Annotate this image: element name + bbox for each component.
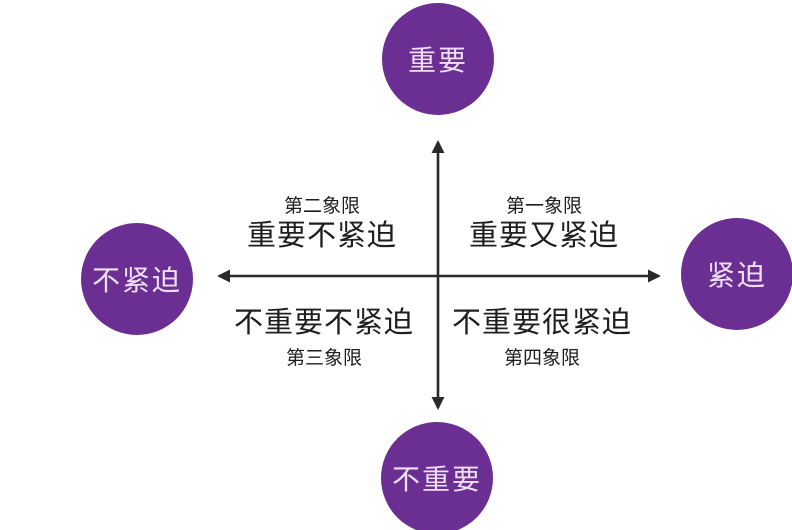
node-urgent-label: 紧迫 — [706, 260, 767, 291]
quadrant-1-name: 第一象限 — [505, 196, 583, 217]
quadrant-4-name: 第四象限 — [503, 348, 581, 369]
node-not-important: 不重要 — [381, 422, 493, 530]
quadrant-3-desc: 不重要不紧迫 — [233, 307, 415, 339]
node-not-important-label: 不重要 — [391, 464, 482, 495]
node-urgent: 紧迫 — [681, 218, 792, 330]
quadrant-3-block: 不重要不紧迫 第三象限 — [234, 306, 414, 371]
node-important-label: 重要 — [407, 45, 468, 76]
node-important: 重要 — [382, 3, 494, 115]
quadrant-4-desc: 不重要很紧迫 — [451, 307, 633, 339]
quadrant-1-block: 第一象限 重要又紧迫 — [469, 194, 619, 253]
quadrant-2-desc: 重要不紧迫 — [246, 220, 398, 252]
node-not-urgent-label: 不紧迫 — [91, 265, 182, 296]
node-not-urgent: 不紧迫 — [81, 223, 193, 335]
quadrant-4-block: 不重要很紧迫 第四象限 — [452, 306, 632, 371]
quadrant-2-block: 第二象限 重要不紧迫 — [247, 194, 397, 253]
quadrant-2-name: 第二象限 — [283, 196, 361, 217]
quadrant-3-name: 第三象限 — [285, 348, 363, 369]
quadrant-1-desc: 重要又紧迫 — [468, 220, 620, 252]
